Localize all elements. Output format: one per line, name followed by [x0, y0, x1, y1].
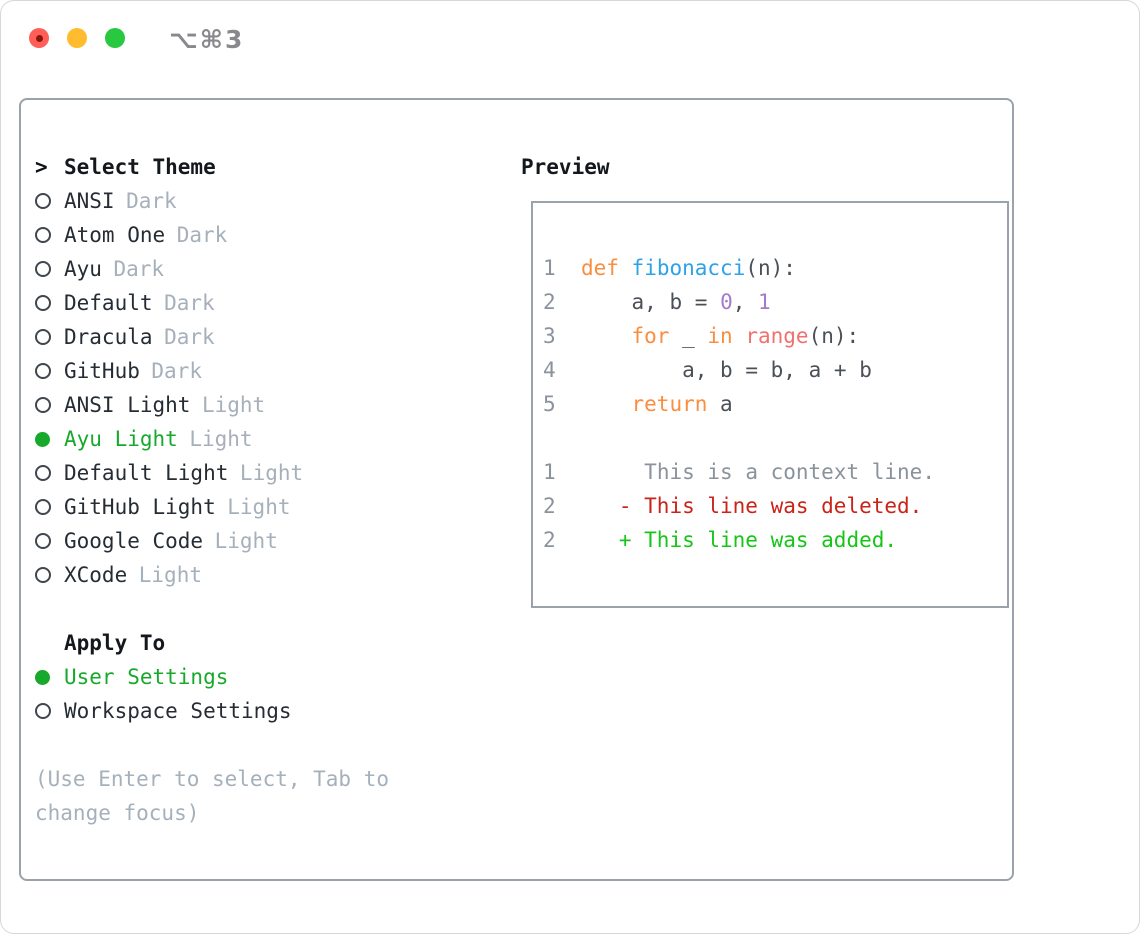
theme-variant: Light [189, 427, 253, 451]
theme-option-google-code[interactable]: Google Code Light [35, 524, 481, 558]
theme-variant: Light [214, 529, 278, 553]
theme-variant: Dark [176, 223, 228, 247]
radio-icon [35, 193, 64, 209]
radio-icon [35, 261, 64, 277]
radio-icon [35, 397, 64, 413]
theme-option-default[interactable]: Default Dark [35, 286, 481, 320]
theme-variant: Dark [164, 325, 215, 349]
theme-variant: Dark [164, 291, 215, 315]
theme-option-github[interactable]: GitHub Dark [35, 354, 481, 388]
theme-option-default-light[interactable]: Default Light Light [35, 456, 481, 490]
close-dot-icon [35, 34, 43, 42]
theme-variant: Dark [151, 359, 202, 383]
theme-variant: Dark [113, 257, 165, 281]
apply-option-workspace-settings[interactable]: Workspace Settings [35, 694, 481, 728]
theme-name: XCode [64, 563, 128, 587]
theme-name: GitHub [64, 359, 140, 383]
zoom-button[interactable] [105, 28, 125, 48]
theme-name: Default [64, 291, 153, 315]
radio-icon [35, 533, 64, 549]
apply-option-label: User Settings [64, 665, 229, 689]
theme-option-xcode[interactable]: XCode Light [35, 558, 481, 592]
minimize-button[interactable] [67, 28, 87, 48]
theme-option-ansi[interactable]: ANSI Dark [35, 184, 481, 218]
select-theme-header: > Select Theme [35, 150, 481, 184]
theme-option-dracula[interactable]: Dracula Dark [35, 320, 481, 354]
radio-icon [35, 703, 64, 719]
preview-box: 1 def fibonacci(n): 2 a, b = 0, 1 3 for _ … [531, 201, 1009, 608]
titlebar: ⌥⌘3 [1, 1, 1139, 75]
spacer [35, 728, 481, 762]
radio-icon [35, 431, 64, 447]
theme-variant: Light [201, 393, 266, 417]
apply-option-user-settings[interactable]: User Settings [35, 660, 481, 694]
preview-heading: Preview [521, 155, 610, 179]
theme-variant: Light [239, 461, 304, 485]
preview-column: Preview 1 def fibonacci(n): 2 a, b = 0, 1… [501, 150, 1009, 608]
focus-caret: > [35, 155, 48, 179]
code-line: 2 a, b = 0, 1 [543, 290, 771, 314]
radio-icon [35, 363, 64, 379]
window-title: ⌥⌘3 [169, 25, 245, 54]
theme-name: ANSI Light [64, 393, 191, 417]
theme-name: Ayu [64, 257, 102, 281]
theme-name: Google Code [64, 529, 204, 553]
theme-option-ansi-light[interactable]: ANSI Light Light [35, 388, 481, 422]
radio-icon [35, 567, 64, 583]
radio-icon [35, 227, 64, 243]
code-line: 1 This is a context line. [543, 460, 935, 484]
apply-to-title: Apply To [64, 631, 166, 655]
theme-option-ayu[interactable]: Ayu Dark [35, 252, 481, 286]
radio-icon [35, 499, 64, 515]
radio-icon [35, 329, 64, 345]
theme-option-atom-one[interactable]: Atom One Dark [35, 218, 481, 252]
theme-option-ayu-light[interactable]: Ayu Light Light [35, 422, 481, 456]
theme-name: ANSI [64, 189, 115, 213]
code-line: 5 return a [543, 392, 733, 416]
code-line: 3 for _ in range(n): [543, 324, 860, 348]
theme-name: Default Light [64, 461, 229, 485]
theme-option-github-light[interactable]: GitHub Light Light [35, 490, 481, 524]
theme-variant: Light [227, 495, 291, 519]
select-theme-title: Select Theme [64, 155, 216, 179]
theme-name: Atom One [64, 223, 166, 247]
code-line [543, 421, 1001, 455]
spacer [35, 592, 481, 626]
theme-variant: Light [138, 563, 202, 587]
radio-icon [35, 669, 64, 685]
code-line: 2 - This line was deleted. [543, 494, 923, 518]
theme-name: Dracula [64, 325, 153, 349]
code-line: 1 def fibonacci(n): [543, 256, 796, 280]
theme-variant: Dark [126, 189, 177, 213]
apply-option-label: Workspace Settings [64, 699, 292, 723]
close-button[interactable] [29, 28, 49, 48]
theme-name: Ayu Light [64, 427, 178, 451]
radio-icon [35, 295, 64, 311]
code-line: 2 + This line was added. [543, 528, 898, 552]
code-line: 4 a, b = b, a + b [543, 358, 872, 382]
apply-to-header: Apply To [35, 626, 481, 660]
traffic-lights [29, 28, 125, 48]
radio-icon [35, 465, 64, 481]
hint-text: (Use Enter to select, Tab to change focu… [35, 767, 390, 825]
theme-name: GitHub Light [64, 495, 216, 519]
